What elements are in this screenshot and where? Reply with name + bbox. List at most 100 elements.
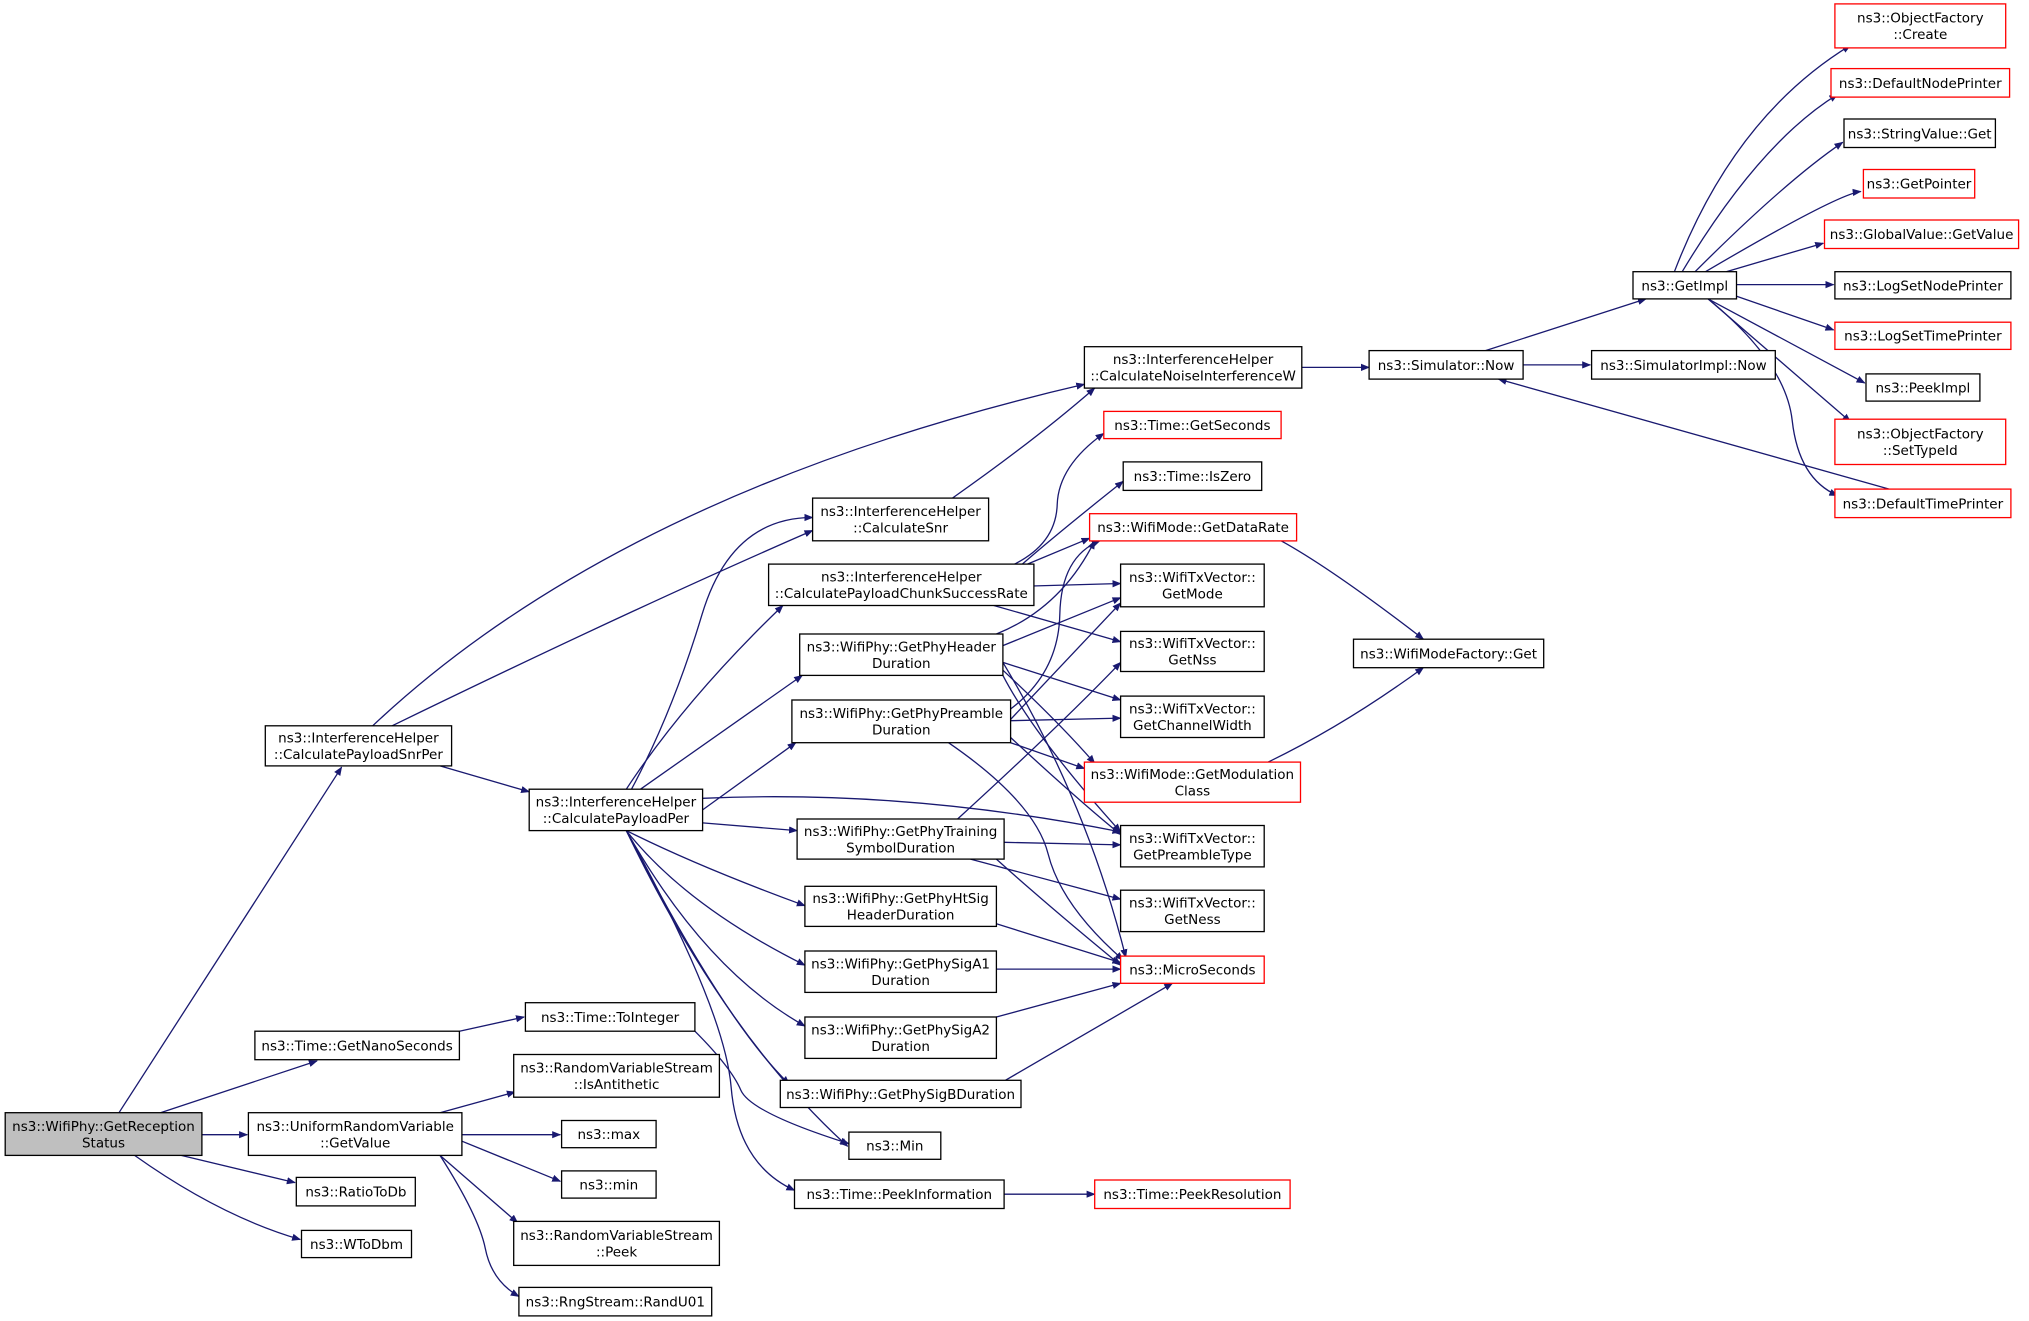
function-node[interactable]: ns3::Time::ToInteger [524, 1002, 696, 1032]
call-edge-n9-to-n26 [1021, 480, 1124, 565]
function-node[interactable]: ns3::WToDbm [300, 1229, 413, 1259]
node-label-line: ns3::Time::IsZero [1134, 469, 1252, 485]
node-box [804, 885, 998, 928]
node-box [791, 699, 1012, 744]
node-box [804, 1016, 998, 1060]
function-node[interactable]: ns3::GetPointer [1862, 168, 1976, 199]
function-node[interactable]: ns3::MicroSeconds [1119, 955, 1265, 984]
function-node[interactable]: ns3::RandomVariableStream::IsAntithetic [513, 1053, 721, 1098]
function-node[interactable]: ns3::Min [848, 1131, 942, 1160]
node-box [1830, 67, 2011, 98]
call-edge-n10-to-n31 [1002, 669, 1096, 765]
function-node[interactable]: ns3::InterferenceHelper::CalculatePayloa… [767, 563, 1035, 607]
function-node[interactable]: ns3::Simulator::Now [1368, 349, 1524, 380]
function-node[interactable]: ns3::WifiPhy::GetPhySigBDuration [779, 1079, 1022, 1109]
node-box [1088, 513, 1298, 542]
function-node[interactable]: ns3::WifiTxVector::GetNss [1119, 630, 1265, 673]
call-edge-n16-to-n34 [1005, 982, 1174, 1081]
node-label-line: HeaderDuration [847, 908, 955, 924]
node-box [1632, 271, 1738, 300]
node-label-line: GetMode [1162, 587, 1223, 603]
call-edge-n10-to-n32 [1002, 675, 1122, 833]
function-node[interactable]: ns3::RngStream::RandU01 [518, 1286, 713, 1317]
node-label-line: ns3::RatioToDb [305, 1185, 406, 1201]
node-label-line: ns3::WifiTxVector:: [1129, 896, 1256, 912]
function-node[interactable]: ns3::WifiTxVector::GetNess [1119, 889, 1265, 933]
function-node[interactable]: ns3::GlobalValue::GetValue [1823, 219, 2020, 250]
node-box [1119, 630, 1265, 673]
call-edge-n6-to-n13 [626, 830, 806, 907]
function-node[interactable]: ns3::InterferenceHelper::CalculateSnr [811, 497, 990, 542]
call-edge-n10-to-n27 [996, 539, 1096, 635]
function-node[interactable]: ns3::WifiPhy::GetPhyTrainingSymbolDurati… [796, 818, 1005, 860]
function-node[interactable]: ns3::Time::GetSeconds [1103, 410, 1282, 440]
function-node[interactable]: ns3::UniformRandomVariable::GetValue [247, 1112, 463, 1157]
node-label-line: ns3::Time::ToInteger [541, 1010, 680, 1026]
function-node[interactable]: ns3::Time::IsZero [1122, 461, 1263, 492]
node-box [793, 1179, 1005, 1210]
function-node[interactable]: ns3::LogSetTimePrinter [1834, 321, 2012, 351]
call-edge-n6-to-n32 [702, 796, 1122, 834]
function-node[interactable]: ns3::min [560, 1170, 657, 1199]
function-node[interactable]: ns3::Time::PeekInformation [793, 1179, 1005, 1210]
node-label-line: ns3::WifiTxVector:: [1129, 831, 1256, 847]
node-box [1834, 488, 2012, 519]
call-edge-n37-to-n38 [1485, 297, 1647, 352]
function-node[interactable]: ns3::ObjectFactory::SetTypeId [1834, 418, 2007, 466]
node-label-line: ns3::LogSetTimePrinter [1844, 329, 2002, 345]
node-label-line: GetChannelWidth [1133, 718, 1252, 734]
node-label-line: ns3::StringValue::Get [1848, 126, 1992, 142]
node-box [799, 633, 1004, 677]
function-node[interactable]: ns3::InterferenceHelper::CalculatePayloa… [264, 725, 453, 767]
function-node[interactable]: ns3::WifiTxVector::GetMode [1119, 563, 1265, 608]
function-node[interactable]: ns3::ObjectFactory::Create [1834, 3, 2007, 49]
node-box [1843, 118, 1997, 149]
call-edge-n11-to-n34 [948, 742, 1124, 961]
call-edge-n11-to-n30 [1010, 714, 1122, 722]
node-label-line: ns3::Time::GetSeconds [1114, 418, 1270, 434]
node-label-line: ns3::Time::PeekResolution [1103, 1187, 1281, 1203]
node-box [804, 950, 998, 994]
function-node[interactable]: ns3::RatioToDb [295, 1176, 416, 1207]
function-node[interactable]: ns3::StringValue::Get [1843, 118, 1997, 149]
node-box [1119, 889, 1265, 933]
node-label-line: ::SetTypeId [1883, 443, 1958, 459]
call-edge-n31-to-n36 [1267, 667, 1425, 763]
function-node[interactable]: ns3::DefaultTimePrinter [1834, 488, 2012, 519]
function-node[interactable]: ns3::Time::GetNanoSeconds [254, 1030, 461, 1061]
function-node[interactable]: ns3::GetImpl [1632, 271, 1738, 300]
node-label-line: ns3::InterferenceHelper [278, 731, 439, 747]
function-node[interactable]: ns3::WifiModeFactory::Get [1352, 638, 1545, 669]
function-node[interactable]: ns3::InterferenceHelper::CalculateNoiseI… [1083, 346, 1303, 389]
function-node[interactable]: ns3::WifiTxVector::GetPreambleType [1119, 824, 1265, 868]
node-label-line: ::CalculatePayloadPer [543, 811, 690, 827]
node-box [1122, 461, 1263, 492]
function-node[interactable]: ns3::WifiTxVector::GetChannelWidth [1119, 695, 1265, 739]
node-box [518, 1286, 713, 1317]
node-label-line: ns3::InterferenceHelper [821, 570, 982, 586]
function-node[interactable]: ns3::RandomVariableStream::Peek [513, 1220, 721, 1267]
node-box [1368, 349, 1524, 380]
function-node[interactable]: ns3::LogSetNodePrinter [1834, 271, 2012, 300]
node-label-line: ::Peek [596, 1245, 637, 1261]
function-node[interactable]: ns3::Time::PeekResolution [1094, 1179, 1291, 1210]
function-node[interactable]: ns3::max [560, 1119, 657, 1149]
node-box [1862, 168, 1976, 199]
function-node[interactable]: ns3::DefaultNodePrinter [1830, 67, 2011, 98]
call-edge-n6-to-n17 [625, 830, 849, 1147]
node-label-line: GetNess [1164, 912, 1221, 928]
node-label-line: ns3::ObjectFactory [1857, 11, 1984, 27]
function-node[interactable]: ns3::PeekImpl [1865, 373, 1981, 402]
function-node[interactable]: ns3::SimulatorImpl::Now [1590, 349, 1776, 380]
node-label-line: Duration [872, 723, 931, 739]
function-node[interactable]: ns3::WifiMode::GetDataRate [1088, 513, 1298, 542]
function-node[interactable]: ns3::InterferenceHelper::CalculatePayloa… [528, 788, 704, 832]
